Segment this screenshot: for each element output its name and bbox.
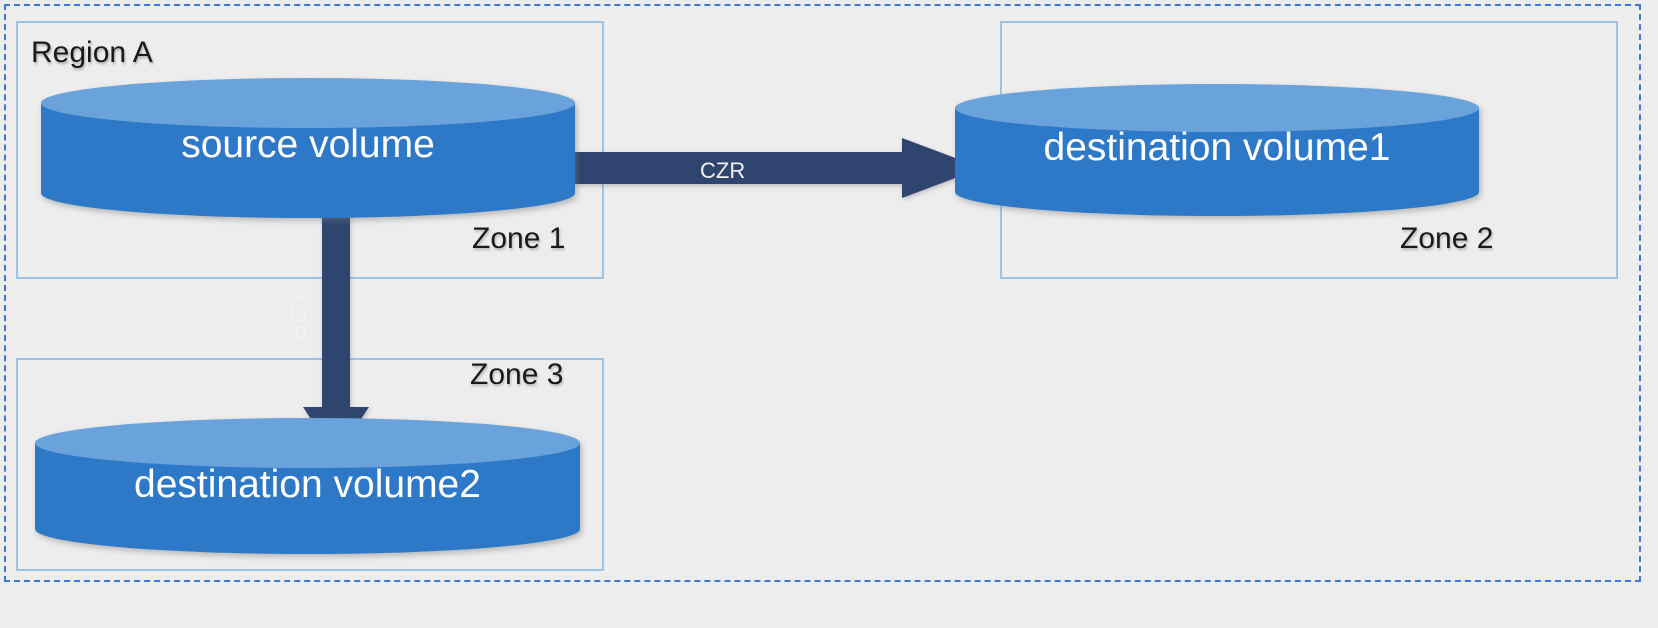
zone-2-label: Zone 2: [1400, 222, 1494, 255]
cylinder-destination-volume2: destination volume2: [35, 418, 580, 554]
czr-label-horizontal: CZR: [700, 158, 746, 183]
czr-label-vertical: CZR: [285, 295, 310, 341]
cylinder-destination-volume1: destination volume1: [955, 84, 1479, 216]
czr-arrow-horizontal: [572, 138, 982, 198]
cylinder-source-volume: source volume: [41, 78, 575, 218]
region-a-label: Region A: [31, 36, 153, 69]
zone-1-label: Zone 1: [472, 222, 566, 255]
zone-3-label: Zone 3: [470, 358, 564, 391]
czr-arrow-vertical: [303, 213, 369, 457]
